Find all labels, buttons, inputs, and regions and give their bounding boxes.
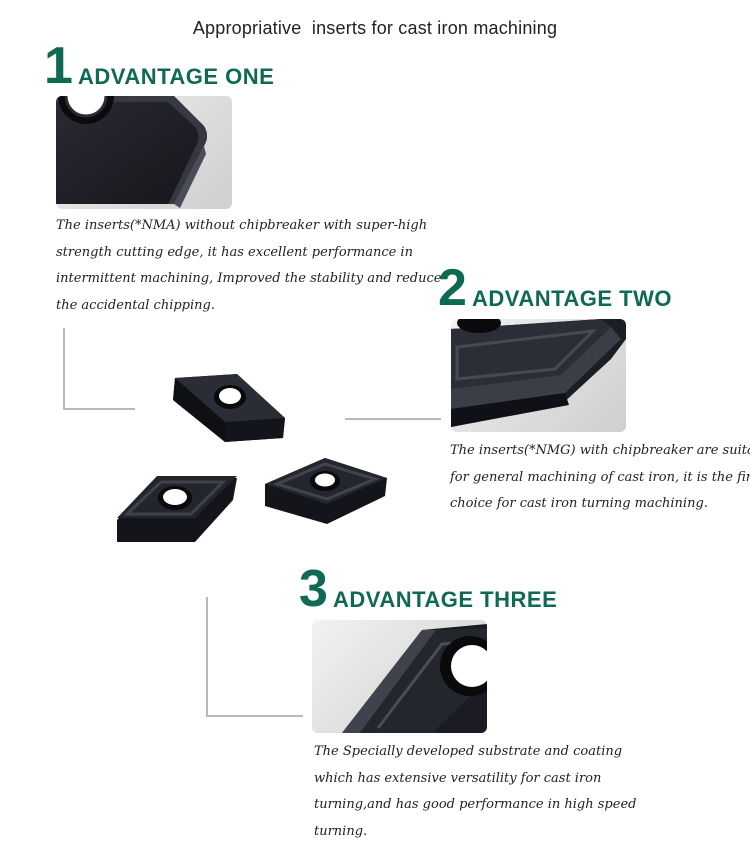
description-line: the accidental chipping. <box>56 293 396 320</box>
description-line: which has extensive versatility for cast… <box>314 766 614 793</box>
nma-insert-closeup-image <box>56 96 232 209</box>
advantage-two-number: 2 <box>438 262 467 314</box>
nmg-insert-closeup-image <box>451 319 626 432</box>
insert-nmg-left <box>117 476 237 542</box>
description-line: turning. <box>314 819 614 845</box>
advantage-one-heading: ADVANTAGE ONE <box>78 66 274 88</box>
advantage-one-description: The inserts(*NMA) without chipbreaker wi… <box>56 213 396 319</box>
description-line: The inserts(*NMG) with chipbreaker are s… <box>450 438 740 465</box>
advantage-two-description: The inserts(*NMG) with chipbreaker are s… <box>450 438 740 518</box>
advantage-three-heading: ADVANTAGE THREE <box>333 589 557 611</box>
description-line: choice for cast iron turning machining. <box>450 491 740 518</box>
description-line: for general machining of cast iron, it i… <box>450 465 740 492</box>
advantage-three-description: The Specially developed substrate and co… <box>314 739 614 845</box>
advantage-two-heading: ADVANTAGE TWO <box>472 288 672 310</box>
leader-line-two <box>345 418 441 420</box>
description-line: intermittent machining, Improved the sta… <box>56 266 396 293</box>
leader-line-three <box>206 597 303 717</box>
description-line: The Specially developed substrate and co… <box>314 739 614 766</box>
description-line: turning,and has good performance in high… <box>314 792 614 819</box>
page-title: Appropriative inserts for cast iron mach… <box>0 18 750 39</box>
advantage-three-photo <box>312 620 487 733</box>
insert-nma <box>173 374 285 442</box>
advantage-three-number: 3 <box>299 563 328 615</box>
insert-nmg-right <box>265 458 387 524</box>
description-line: strength cutting edge, it has excellent … <box>56 240 396 267</box>
advantage-one-number: 1 <box>44 40 73 92</box>
advantage-two-photo <box>451 319 626 432</box>
advantage-one-photo <box>56 96 232 209</box>
inserts-product-image <box>105 360 395 550</box>
coating-insert-closeup-image <box>312 620 487 733</box>
description-line: The inserts(*NMA) without chipbreaker wi… <box>56 213 396 240</box>
